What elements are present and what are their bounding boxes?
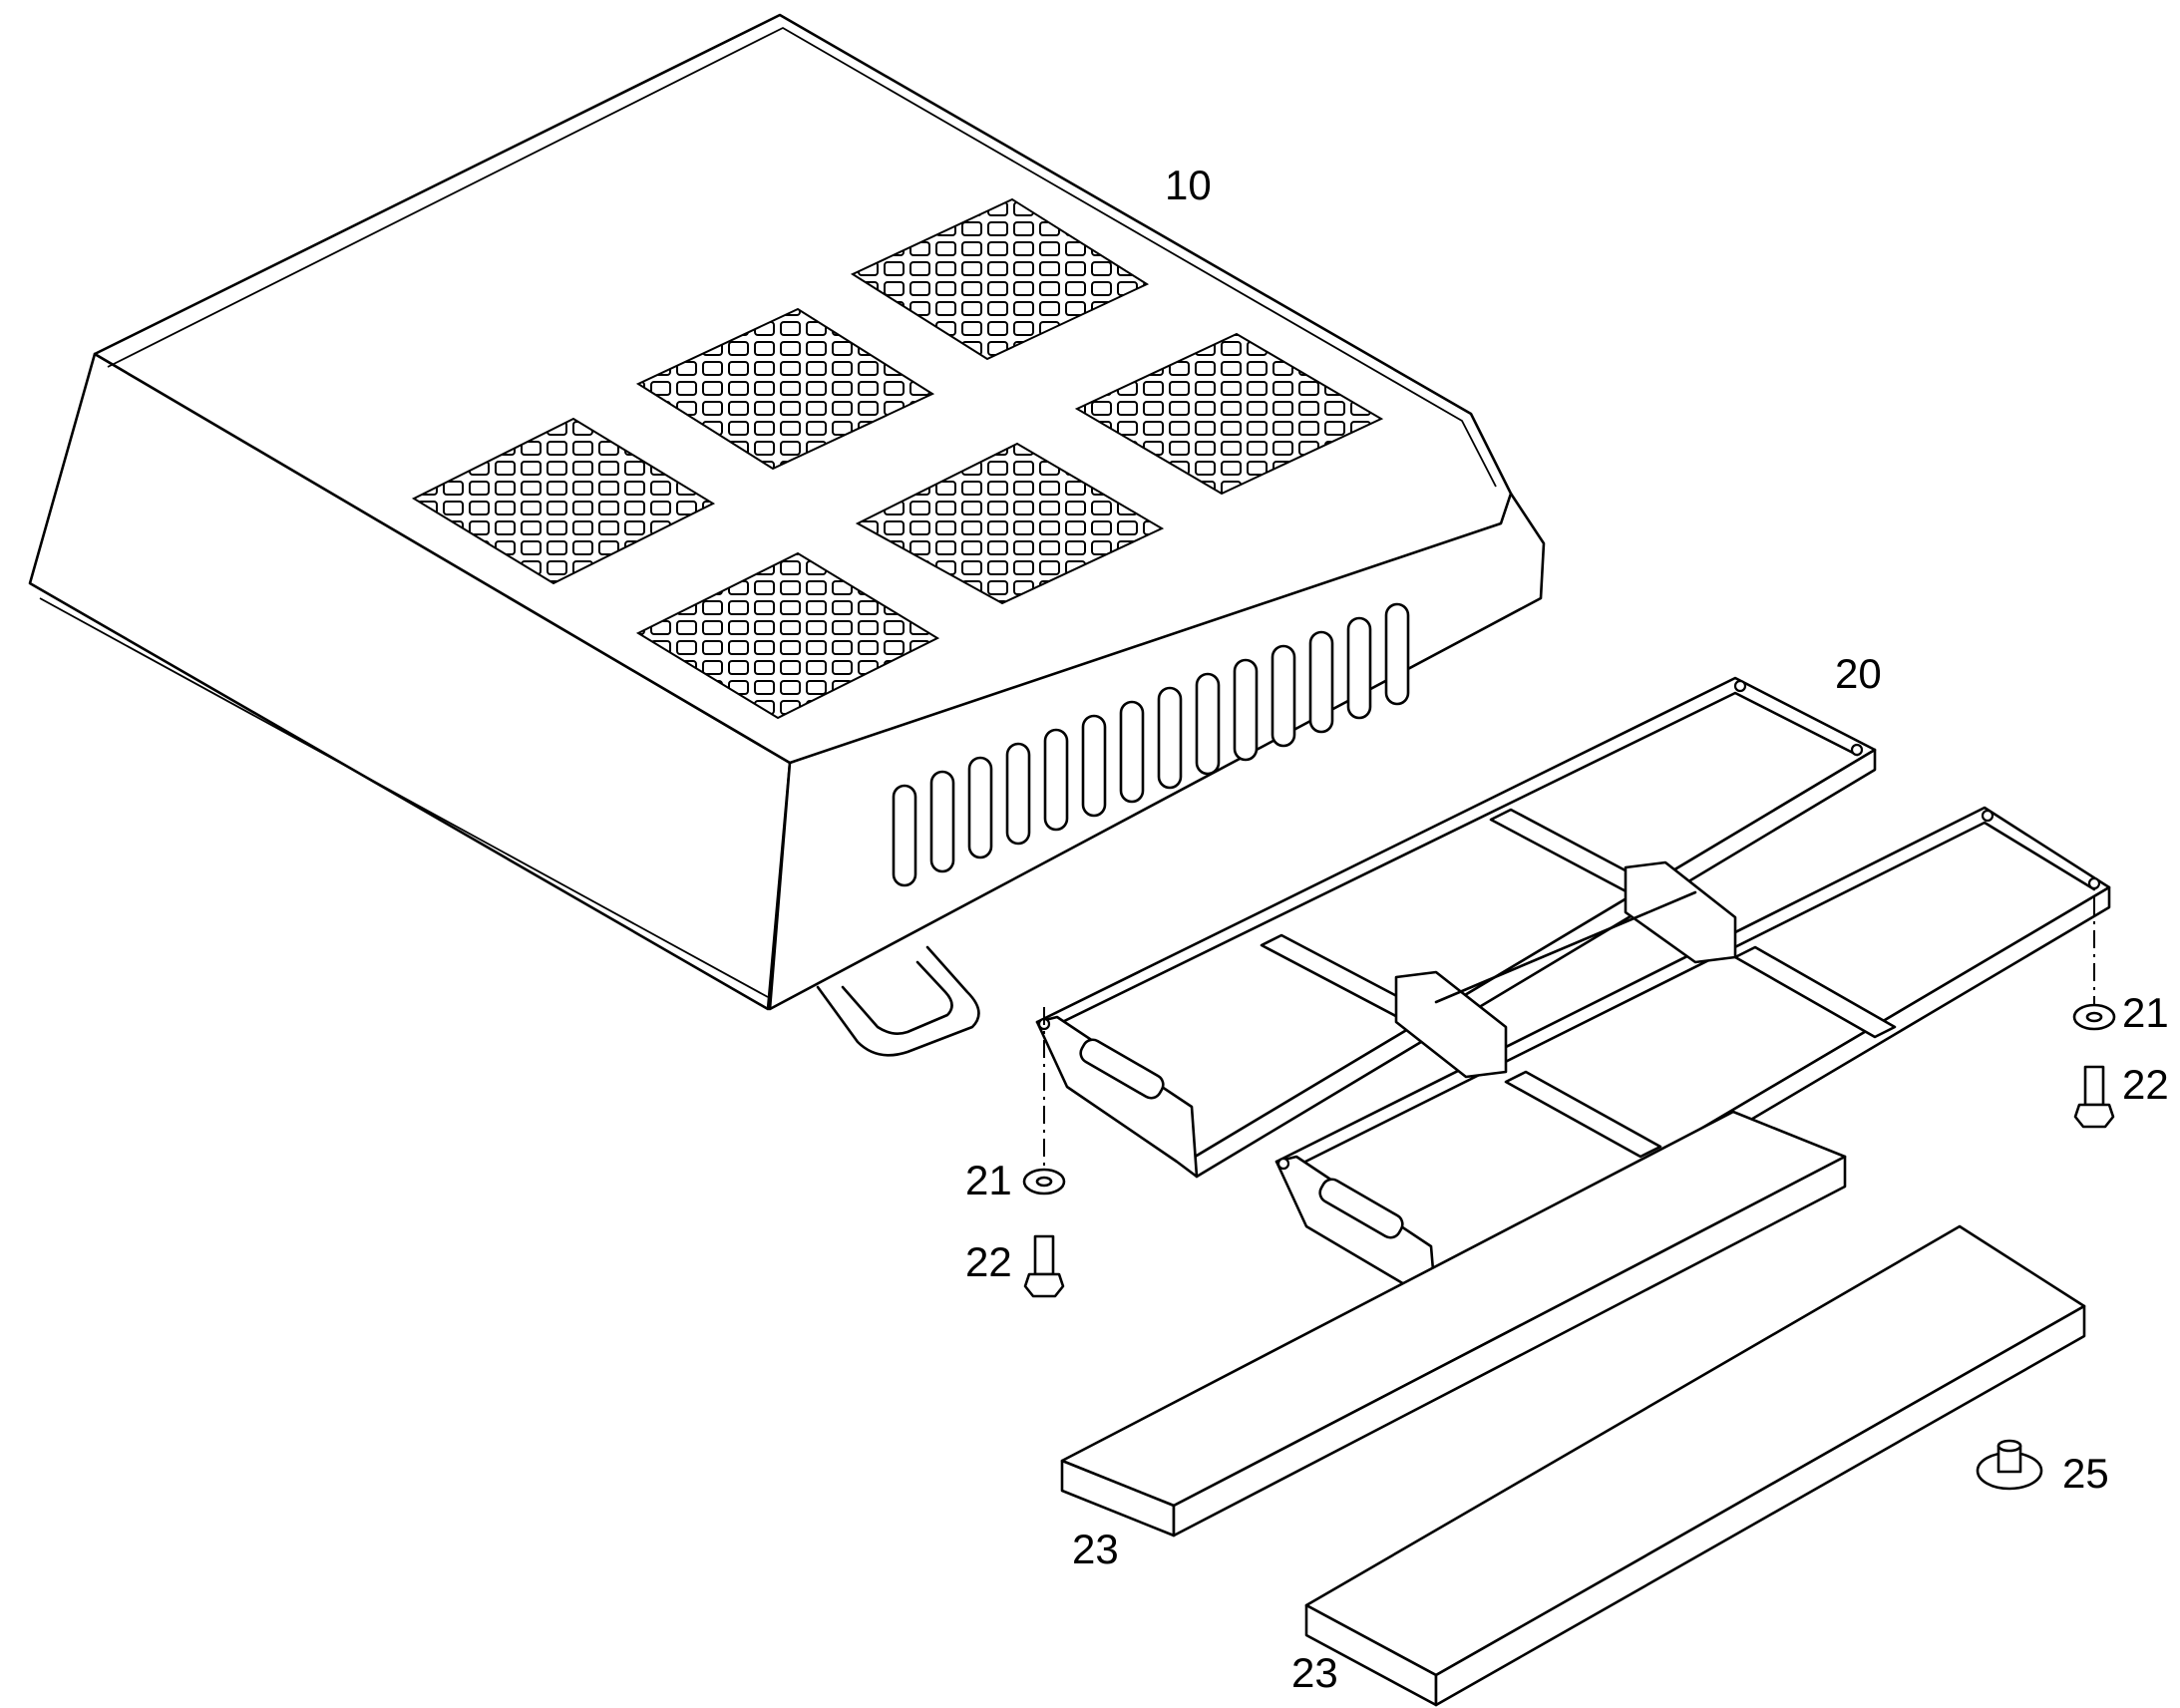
plug [1976, 1439, 2043, 1491]
label-plug: 25 [2062, 1450, 2109, 1497]
grille-panel-2 [635, 307, 935, 471]
grille-panel-6 [1074, 332, 1384, 496]
grille-panel-5 [855, 442, 1165, 605]
pad-front [1060, 1110, 1847, 1537]
grille-panel-4 [635, 551, 940, 720]
carry-handle [816, 945, 980, 1057]
pad-rear [1304, 1224, 2086, 1707]
label-bolt-left: 22 [965, 1238, 1012, 1285]
label-housing: 10 [1165, 162, 1212, 208]
housing-bottom-edge [39, 597, 769, 998]
washer-right [2072, 1003, 2116, 1031]
grille-panel-3 [850, 197, 1150, 361]
frame-cross-members [1260, 808, 1897, 1159]
label-frame: 20 [1835, 650, 1882, 697]
label-pad-rear: 23 [1291, 1649, 1338, 1696]
label-bolt-right: 22 [2122, 1061, 2169, 1108]
label-washer-right: 21 [2122, 989, 2169, 1036]
housing-top-edge [107, 27, 1497, 488]
grille-panel-1 [411, 417, 716, 585]
label-pad-front: 23 [1072, 1526, 1119, 1572]
housing-cover [28, 13, 1546, 1057]
right-fasteners [2072, 897, 2116, 1129]
bolt-right [2073, 1065, 2115, 1129]
front-vent-slots [892, 602, 1410, 887]
washer-left [1022, 1168, 1066, 1196]
label-washer-left: 21 [965, 1157, 1012, 1203]
left-fasteners [1022, 1007, 1066, 1298]
bolt-left [1023, 1234, 1065, 1298]
frame-left-end-bracket [1035, 1015, 1199, 1179]
top-grille-panels [411, 197, 1384, 720]
